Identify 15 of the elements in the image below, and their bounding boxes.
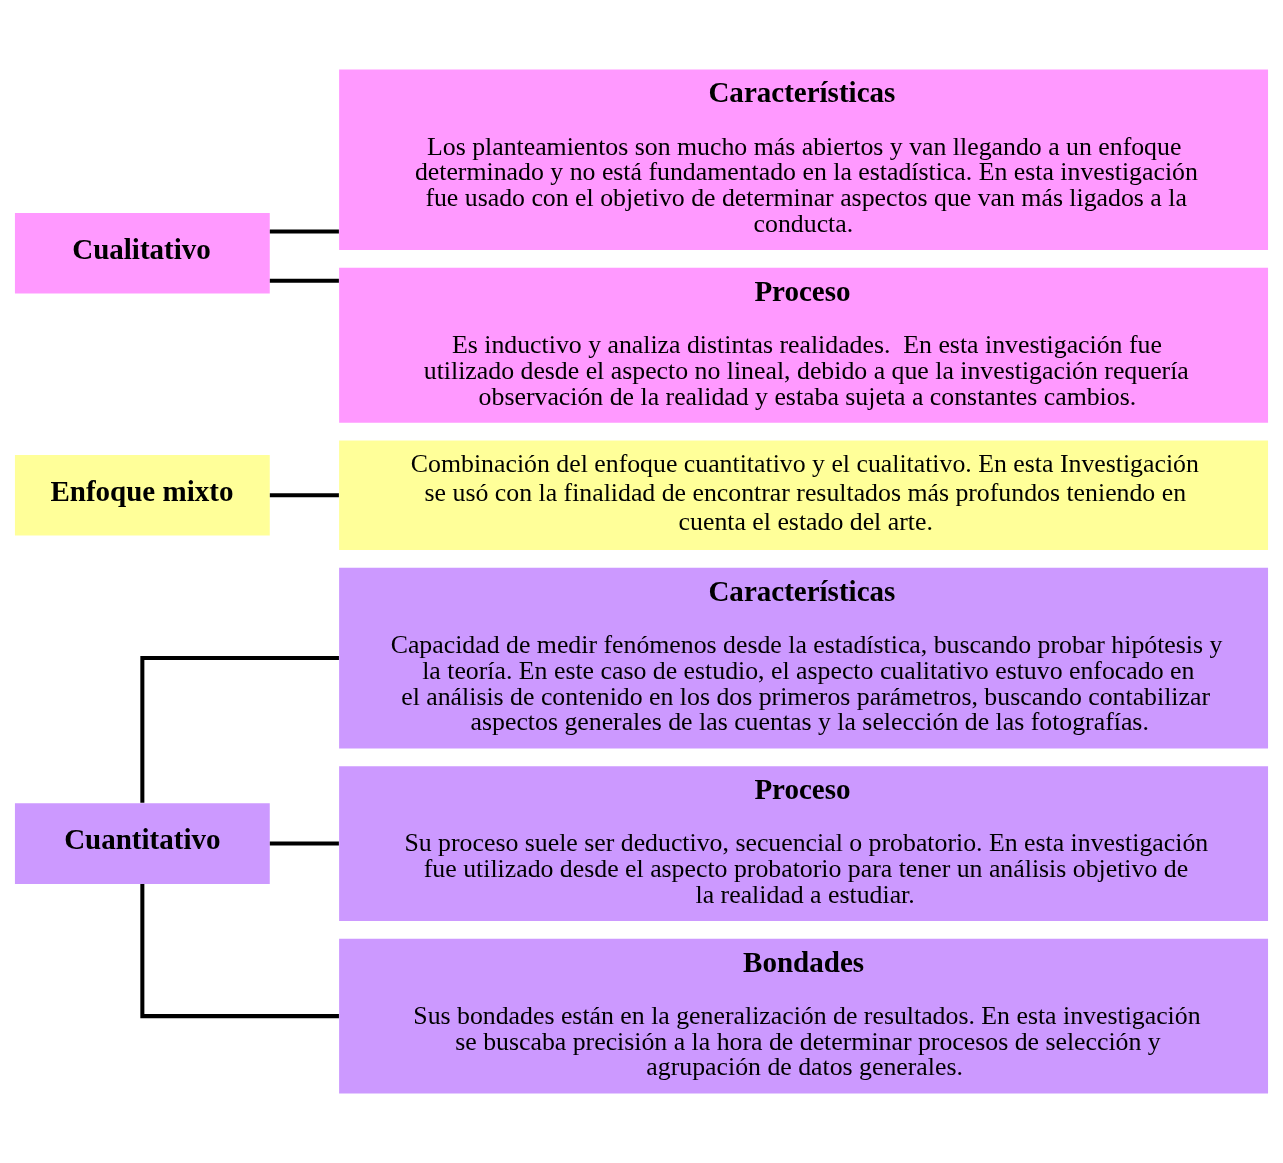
connector <box>140 656 339 803</box>
node-box: Cuantitativo <box>14 803 270 884</box>
connector <box>269 493 339 498</box>
connector <box>269 841 339 846</box>
node-box: Características Los planteamientos son mucho más abiertos y van llegando a un enfoque determinado y no está fundamentado en la estadística. En esta investigación fue usado con el objetivo de determinar aspectos que van más ligados a la conducta. <box>339 69 1269 251</box>
node-box: Combinación del enfoque cuantitativo y el cualitativo. En esta Investigación se usó con la finalidad de encontrar resultados más profundos teniendo en cuenta el estado del arte. <box>339 440 1269 551</box>
connector <box>269 278 339 283</box>
node-box: Bondades Sus bondades están en la generalización de resultados. En esta investigación se buscaba precisión a la hora de determinar procesos de selección y agrupación de datos generales. <box>339 938 1269 1094</box>
node-box: Enfoque mixto <box>14 454 270 536</box>
node-box: Características Capacidad de medir fenómenos desde la estadística, buscando probar hipótesis y la teoría. En este caso de estudio, el aspecto cualitativo estuvo enfocado en el análisis de contenido en los dos primeros parámetros, buscando contabilizar aspectos generales de las cuentas y la selección de las fotografías. <box>339 567 1269 749</box>
node-box: Proceso Su proceso suele ser deductivo, secuencial o probatorio. En esta investigación fue utilizado desde el aspecto probatorio para tener un análisis objetivo de la realidad a estudiar. <box>339 766 1269 921</box>
connector <box>269 229 339 234</box>
connector <box>140 884 339 1019</box>
node-box: Proceso Es inductivo y analiza distintas realidades. En esta investigación fue utilizado desde el aspecto no lineal, debido a que la investigación requería observación de la realidad y estaba sujeta a constantes cambios. <box>339 267 1269 423</box>
node-box: Cualitativo <box>14 213 270 294</box>
